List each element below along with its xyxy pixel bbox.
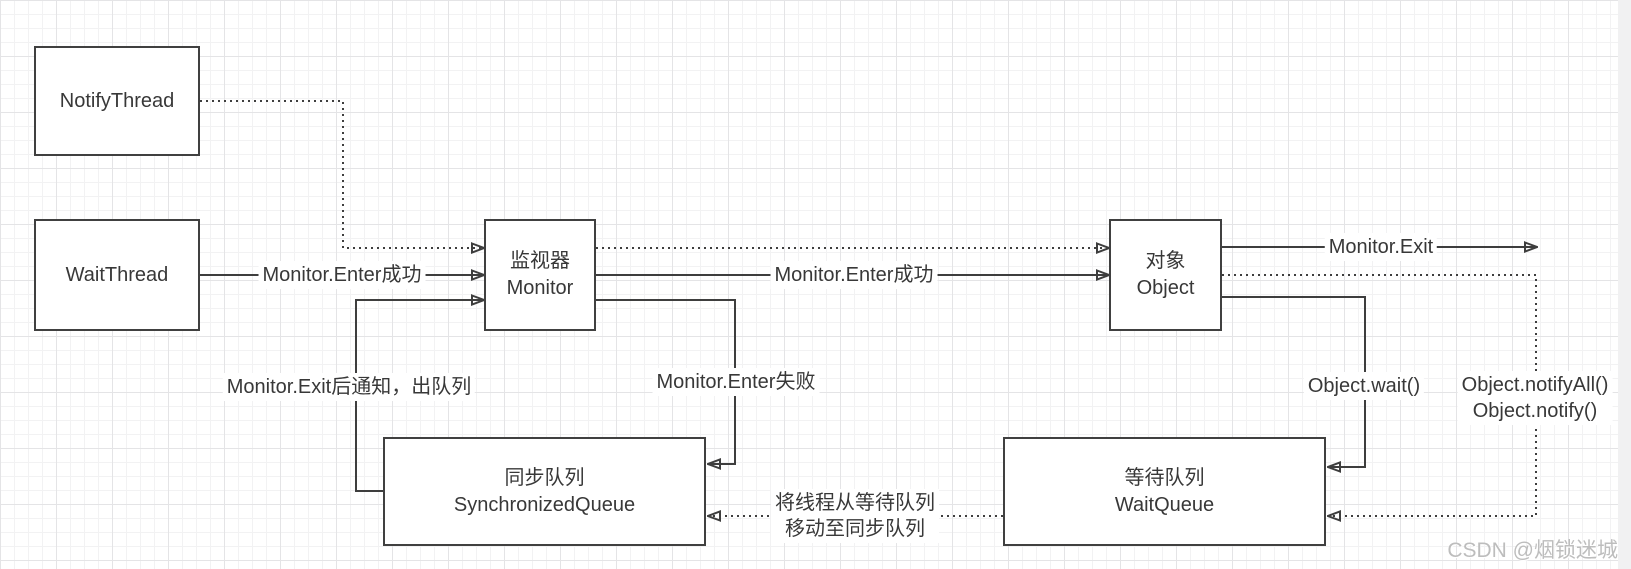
node-monitor: 监视器 Monitor: [484, 219, 596, 331]
edge-notifythread-to-monitor: [200, 100, 484, 248]
node-wait-thread: WaitThread: [34, 219, 200, 331]
node-sync-queue-label-en: SynchronizedQueue: [453, 493, 636, 516]
node-sync-queue-label-zh: 同步队列: [504, 466, 585, 489]
node-sync-queue: 同步队列 SynchronizedQueue: [383, 437, 706, 546]
edge-label-enter-fail: Monitor.Enter失败: [652, 368, 820, 396]
edge-label-move-thread-line1: 将线程从等待队列: [775, 492, 935, 514]
csdn-watermark: CSDN @烟锁迷城: [1447, 539, 1618, 562]
edge-label-exit-notify-dequeue: Monitor.Exit后通知，出队列: [222, 373, 476, 401]
edge-label-object-notify: Object.notifyAll() Object.notify(): [1457, 371, 1613, 425]
edge-object-to-waitqueue-notify: [1222, 274, 1537, 516]
node-monitor-label-en: Monitor: [506, 277, 574, 299]
canvas-right-margin: [1618, 0, 1631, 569]
node-monitor-label-zh: 监视器: [510, 250, 570, 272]
edge-label-object-notifyall-line: Object.notifyAll(): [1461, 374, 1609, 396]
node-notify-thread-label: NotifyThread: [59, 89, 175, 112]
edge-label-monitor-enter-success: Monitor.Enter成功: [770, 261, 938, 289]
node-object-label-zh: 对象: [1145, 250, 1186, 272]
node-object: 对象 Object: [1109, 219, 1222, 331]
node-wait-queue-label-en: WaitQueue: [1114, 493, 1215, 516]
node-object-label-en: Object: [1136, 277, 1195, 299]
edge-label-move-thread-line2: 移动至同步队列: [785, 518, 925, 540]
edge-label-object-notify-line: Object.notify(): [1472, 400, 1598, 422]
node-wait-queue: 等待队列 WaitQueue: [1003, 437, 1326, 546]
node-notify-thread: NotifyThread: [34, 46, 200, 156]
edge-label-move-thread: 将线程从等待队列 移动至同步队列: [771, 489, 939, 543]
node-wait-thread-label: WaitThread: [65, 263, 169, 286]
node-wait-queue-label-zh: 等待队列: [1124, 466, 1205, 489]
edge-label-monitor-exit: Monitor.Exit: [1324, 233, 1438, 261]
edge-label-wait-thread-enter-success: Monitor.Enter成功: [258, 261, 426, 289]
edge-label-object-wait: Object.wait(): [1303, 372, 1425, 400]
